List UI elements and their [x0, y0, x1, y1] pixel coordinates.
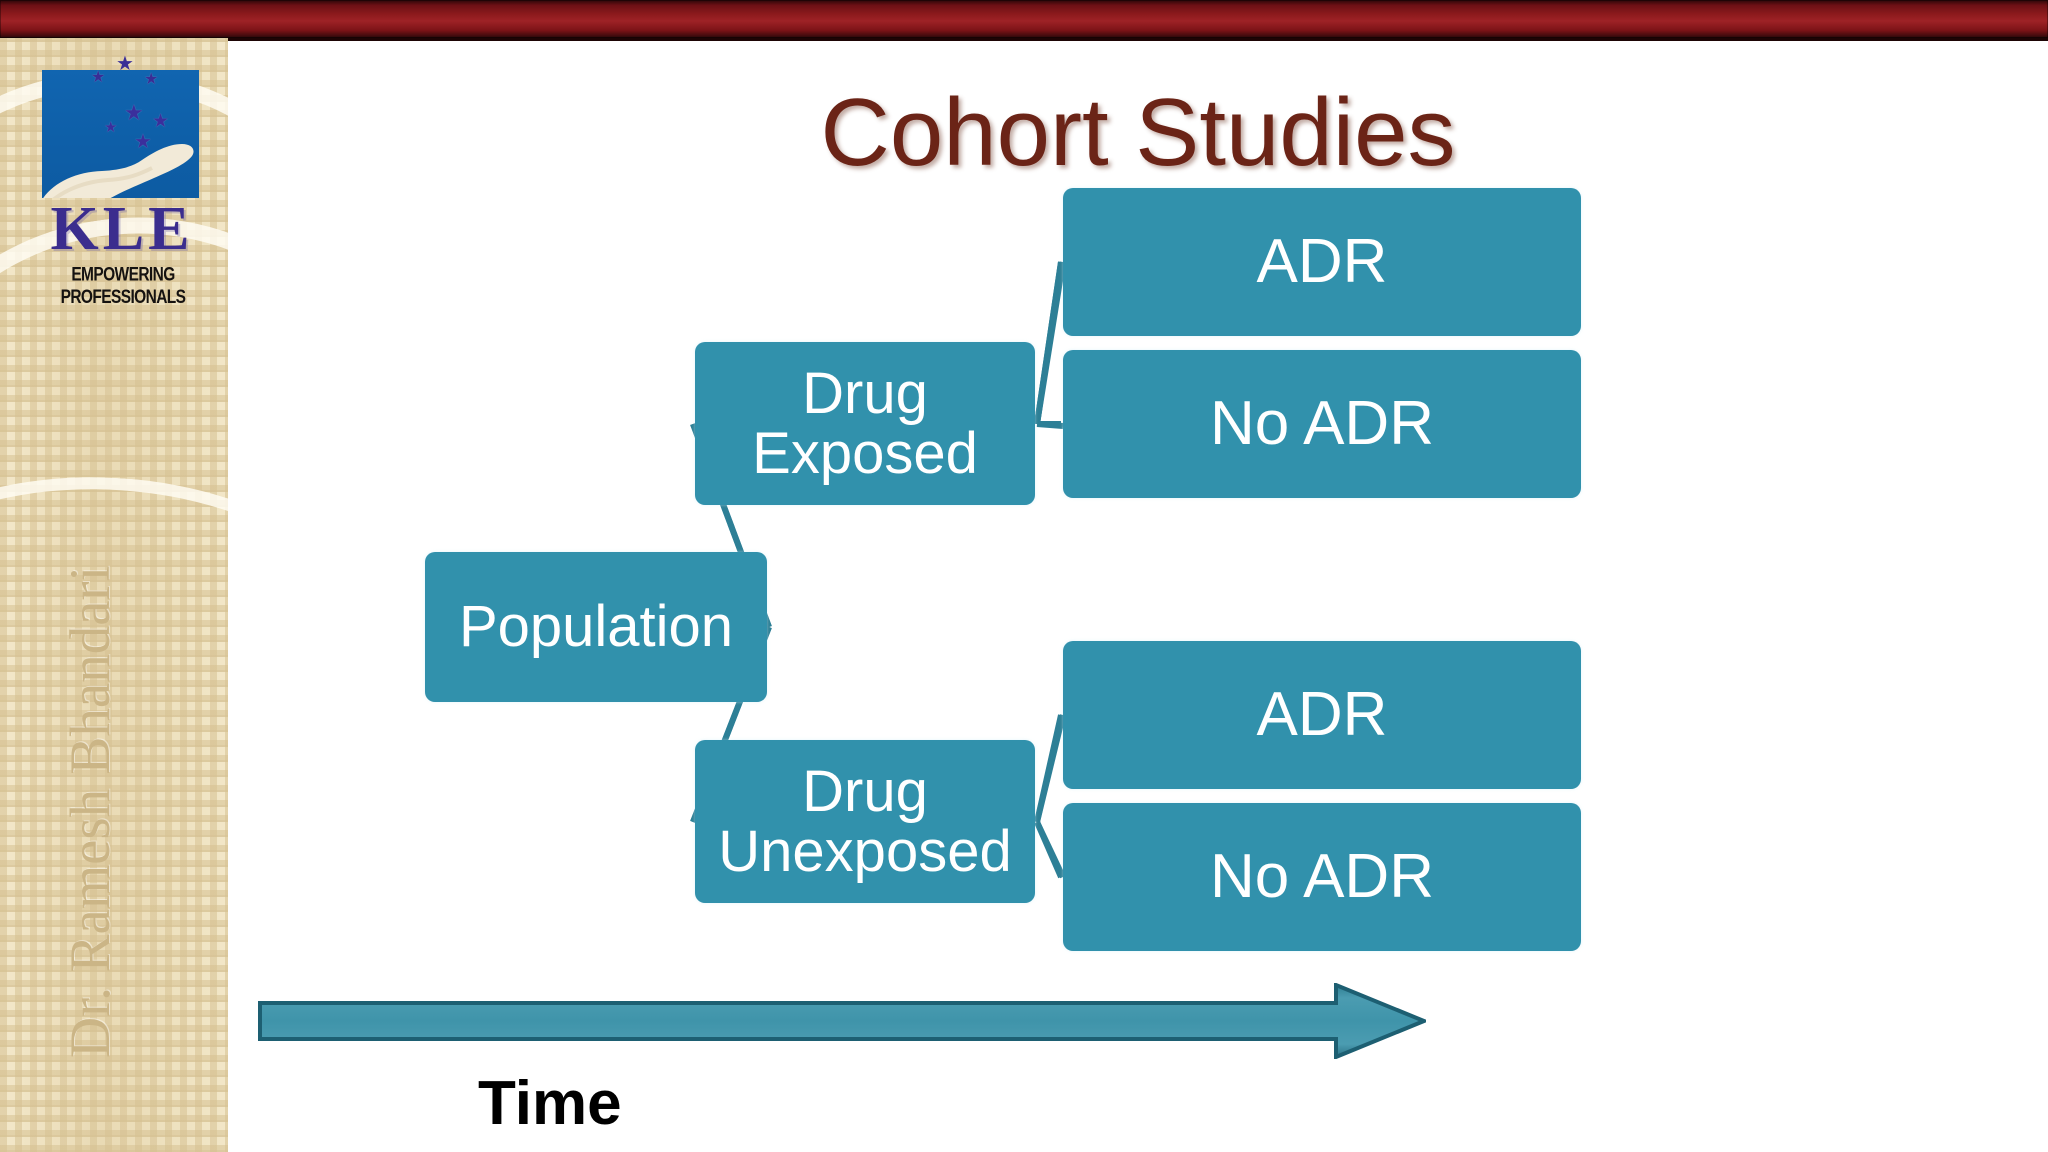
kle-tagline: EMPOWERING PROFESSIONALS: [60, 264, 186, 308]
node-adr-exposed[interactable]: ADR: [1063, 188, 1581, 336]
node-drug-unexposed[interactable]: Drug Unexposed: [695, 740, 1035, 903]
edge-unexposed-adr: [1034, 714, 1064, 823]
open-hand-icon: [43, 144, 194, 198]
time-axis-label: Time: [478, 1069, 622, 1138]
edge-unexposed-up: [1034, 714, 1066, 823]
node-drug-exposed[interactable]: Drug Exposed: [695, 342, 1035, 505]
node-no-adr-unexposed[interactable]: No ADR: [1063, 803, 1581, 951]
edge-drug-exposed-to-adr: [1034, 261, 1064, 425]
top-banner: [0, 0, 2048, 41]
kle-wordmark: KLE: [50, 195, 194, 263]
star-icon: ★: [124, 100, 144, 125]
star-icon: ★: [152, 111, 170, 132]
star-icon: ★: [116, 53, 134, 75]
edge-exposed-up: [1034, 261, 1066, 425]
node-adr-unexposed[interactable]: ADR: [1063, 641, 1581, 789]
star-icon: ★: [104, 119, 118, 136]
star-icon: ★: [134, 131, 152, 153]
cohort-diagram: Population Drug Exposed Drug Unexposed A…: [228, 38, 2048, 1152]
star-icon: ★: [91, 69, 106, 86]
star-icon: ★: [144, 71, 159, 88]
edge-unexposed-down: [1034, 820, 1066, 879]
edge-exposed-adr: [1034, 261, 1064, 425]
kle-logo: ★ ★ ★ ★ ★ ★ ★ KLE EMPOWERING PROFESSIONA…: [36, 48, 208, 308]
node-population[interactable]: Population: [425, 552, 767, 702]
edge-exposed-down: [1036, 421, 1064, 429]
sidebar-panel: ★ ★ ★ ★ ★ ★ ★ KLE EMPOWERING PROFESSIONA…: [0, 38, 228, 1152]
edge-unexposed-noadr: [1034, 820, 1064, 879]
presenter-name: Dr. Ramesh Bhandari: [59, 565, 122, 1058]
kle-logo-mark: [42, 70, 199, 198]
time-axis-arrow-icon: [258, 983, 1426, 1059]
node-no-adr-exposed[interactable]: No ADR: [1063, 350, 1581, 498]
page-title: Cohort Studies: [820, 79, 1456, 186]
